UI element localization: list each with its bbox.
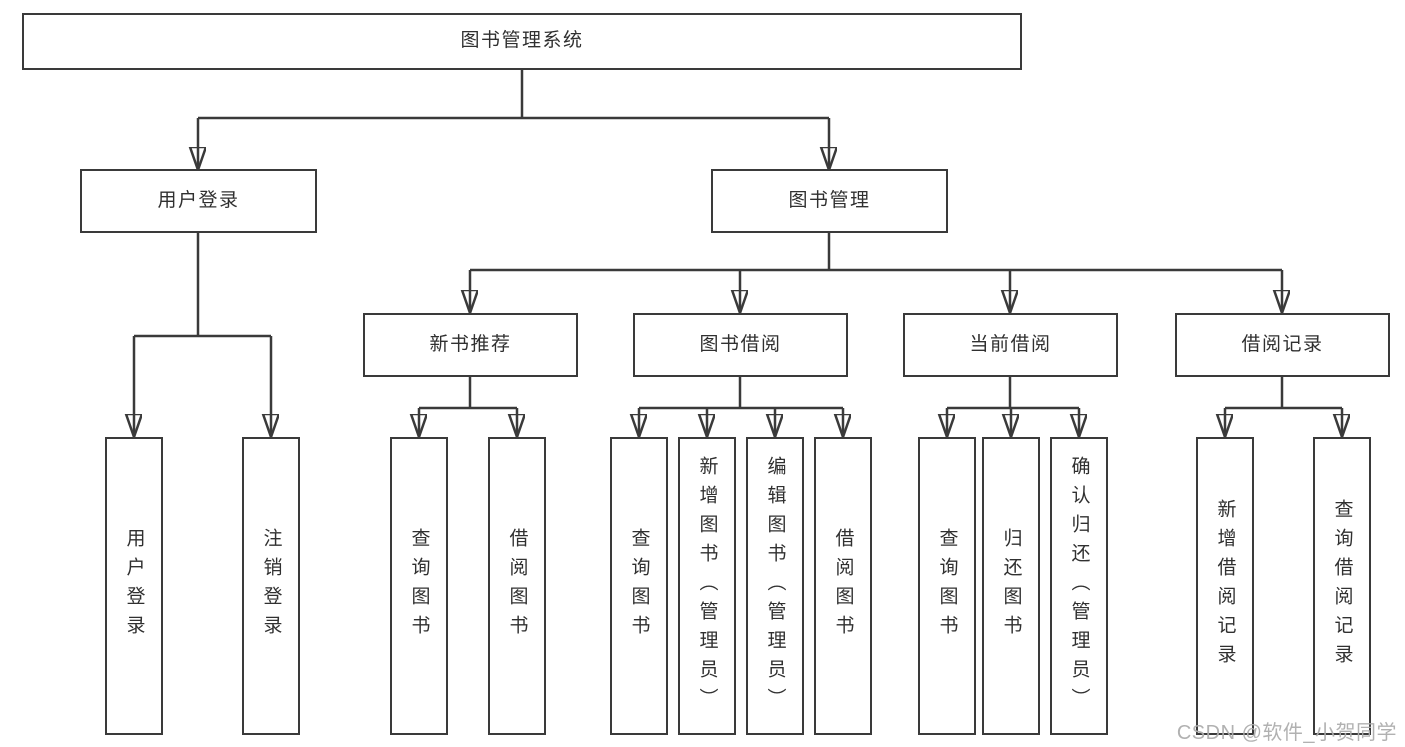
- connector-current-borrow-to-leaves: [947, 377, 1079, 437]
- node-root-system: 图书管理系统: [22, 13, 1022, 70]
- node-label: 查询借阅记录: [1331, 499, 1353, 673]
- node-label: 当前借阅: [969, 333, 1052, 355]
- node-leaf-borrow-books: 借阅图书: [814, 437, 872, 735]
- node-label: 新书推荐: [429, 333, 512, 355]
- node-label: 注销登录: [260, 528, 282, 644]
- node-leaf-confirm-return-admin: 确认归还（管理员）: [1050, 437, 1108, 735]
- node-label: 用户登录: [123, 528, 145, 644]
- node-leaf-logout: 注销登录: [242, 437, 300, 735]
- connector-new-book-recommend-to-leaves: [419, 377, 517, 437]
- node-user-login-module: 用户登录: [80, 169, 317, 233]
- node-label: 借阅记录: [1241, 333, 1324, 355]
- connector-book-borrow-to-leaves: [639, 377, 843, 437]
- connector-book-management-to-level3: [470, 233, 1282, 313]
- node-leaf-edit-books-admin: 编辑图书（管理员）: [746, 437, 804, 735]
- node-leaf-add-borrow-record: 新增借阅记录: [1196, 437, 1254, 735]
- node-leaf-user-login: 用户登录: [105, 437, 163, 735]
- node-label: 归还图书: [1000, 528, 1022, 644]
- node-label: 编辑图书（管理员）: [764, 455, 786, 717]
- node-label: 查询图书: [628, 528, 650, 644]
- node-new-book-recommend: 新书推荐: [363, 313, 578, 377]
- connector-borrow-record-to-leaves: [1225, 377, 1342, 437]
- node-book-management-module: 图书管理: [711, 169, 948, 233]
- node-leaf-query-books: 查询图书: [610, 437, 668, 735]
- node-label: 查询图书: [936, 528, 958, 644]
- connector-user-login-to-leaves: [134, 233, 271, 437]
- node-label: 借阅图书: [832, 528, 854, 644]
- node-leaf-return-books: 归还图书: [982, 437, 1040, 735]
- node-label: 查询图书: [408, 528, 430, 644]
- node-label: 新增借阅记录: [1214, 499, 1236, 673]
- node-leaf-query-books: 查询图书: [918, 437, 976, 735]
- node-current-borrow: 当前借阅: [903, 313, 1118, 377]
- node-label: 新增图书（管理员）: [696, 455, 718, 717]
- connector-root-to-level2: [198, 70, 829, 170]
- node-borrow-record: 借阅记录: [1175, 313, 1390, 377]
- node-leaf-query-borrow-record: 查询借阅记录: [1313, 437, 1371, 735]
- node-root-label: 图书管理系统: [460, 30, 584, 52]
- node-label: 图书借阅: [699, 333, 782, 355]
- csdn-watermark: CSDN @软件_小贺同学: [1176, 722, 1397, 744]
- node-leaf-add-books-admin: 新增图书（管理员）: [678, 437, 736, 735]
- node-label: 用户登录: [157, 189, 240, 211]
- node-label: 确认归还（管理员）: [1068, 455, 1090, 717]
- node-label: 图书管理: [788, 189, 871, 211]
- node-label: 借阅图书: [506, 528, 528, 644]
- node-book-borrow: 图书借阅: [633, 313, 848, 377]
- node-leaf-query-books: 查询图书: [390, 437, 448, 735]
- node-leaf-borrow-books: 借阅图书: [488, 437, 546, 735]
